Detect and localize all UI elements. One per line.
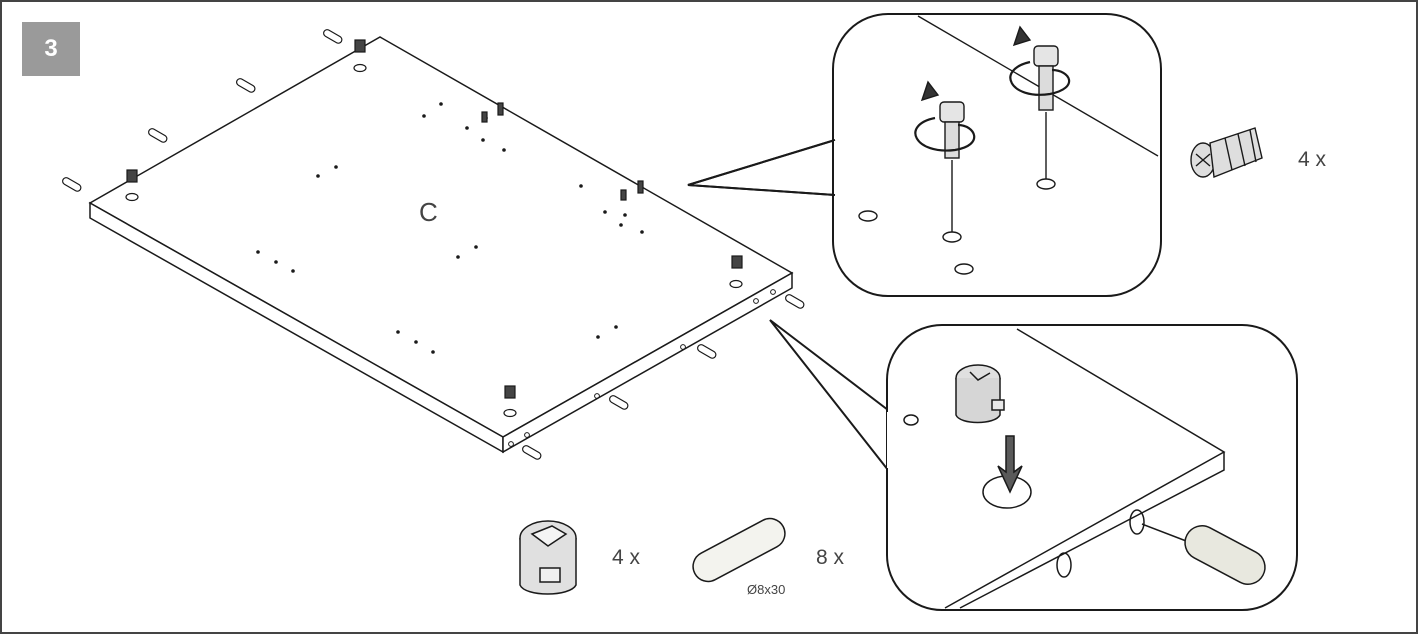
cam-lock-quantity: 4 x xyxy=(612,546,641,569)
callout-cam-screw-detail xyxy=(858,15,1159,275)
loose-dowels xyxy=(62,29,805,460)
cam-screw-part xyxy=(1190,127,1263,178)
step-number-badge: 3 xyxy=(22,22,80,76)
edge-holes xyxy=(508,289,776,447)
dowel-size: Ø8x30 xyxy=(747,582,785,597)
callout-cam-screw xyxy=(687,13,1162,297)
dowel-part xyxy=(692,517,786,583)
panel-c xyxy=(88,36,794,454)
panel-corner-fittings xyxy=(125,39,743,418)
cam-lock-part xyxy=(519,520,577,595)
dowel-quantity: 8 x xyxy=(816,546,845,569)
callout-cam-lock-detail xyxy=(903,328,1266,609)
panel-label: C xyxy=(419,197,438,227)
cam-screw-quantity: 4 x xyxy=(1298,148,1327,171)
